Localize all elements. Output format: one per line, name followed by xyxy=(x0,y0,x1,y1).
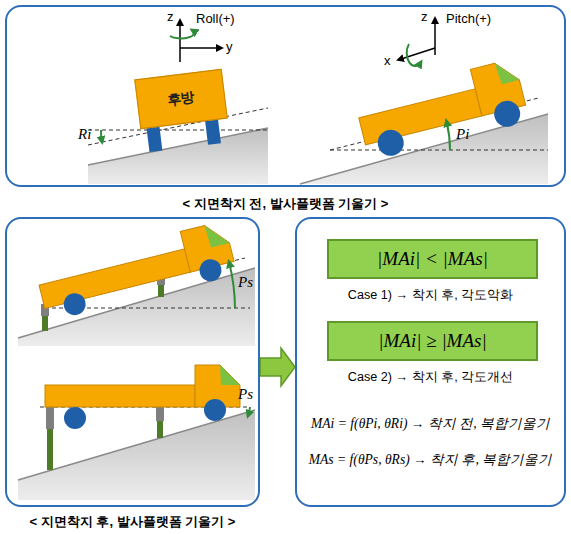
horizontal-reference xyxy=(330,150,548,151)
angle-label: Ps xyxy=(238,386,253,403)
rounded-panel: < 지면착지 후, 발사플랫폼 기울기 > xyxy=(5,217,260,507)
rect-shape xyxy=(146,125,162,152)
panel-caption: < 지면착지 전, 발사플랫폼 기울기 > xyxy=(7,195,564,213)
x-axis xyxy=(398,48,435,60)
outrigger xyxy=(47,429,53,470)
circle-shape xyxy=(197,257,224,284)
rect-shape xyxy=(359,89,482,145)
outrigger xyxy=(42,316,48,331)
angle-label: Ri xyxy=(78,126,91,143)
angle-arc xyxy=(101,130,102,142)
circle-shape xyxy=(64,407,86,429)
condition-text: |MAi| ≥ |MAs| xyxy=(378,330,486,352)
angle-arc xyxy=(229,262,235,308)
axis-label: Roll(+) xyxy=(196,12,235,26)
angle-arc xyxy=(248,407,250,416)
z-axis xyxy=(179,20,181,62)
rect-shape xyxy=(45,385,195,407)
outrigger xyxy=(156,407,164,421)
truck-body: 후방 xyxy=(134,69,227,129)
condition-text: |MAi| < |MAs| xyxy=(377,248,488,270)
block-arrow xyxy=(260,348,295,386)
outrigger xyxy=(46,407,54,429)
axis-label: x xyxy=(384,54,391,68)
horizontal-reference xyxy=(88,130,268,131)
rounded-panel: < 지면착지 전, 발사플랫폼 기울기 >후방 xyxy=(5,5,566,187)
roll-arrow xyxy=(170,30,194,38)
slope-line xyxy=(88,128,268,165)
outrigger xyxy=(157,421,163,438)
axis-label: y xyxy=(226,40,233,54)
case-text: Case 2) → 착지 후, 각도개선 xyxy=(297,369,564,386)
formula-text: MAi = f(θPi, θRi) → 착지 전, 복합기울기 xyxy=(297,415,564,433)
z-axis xyxy=(434,18,436,55)
panel-caption: < 지면착지 후, 발사플랫폼 기울기 > xyxy=(7,513,258,531)
rounded-panel: Case 1) → 착지 후, 각도악화 Case 2) → 착지 후, 각도개선… xyxy=(295,217,566,507)
path-shape xyxy=(204,221,229,248)
view-label: 후방 xyxy=(166,88,196,109)
rect-shape xyxy=(205,117,221,144)
angle-arc xyxy=(446,121,450,150)
formula-text: MAs = f(θPs, θRs) → 착지 후, 복합기울기 xyxy=(297,451,564,469)
circle-shape xyxy=(204,399,226,421)
angle-label: Ps xyxy=(238,274,253,291)
outrigger xyxy=(158,285,164,297)
condition-box: |MAi| < |MAs| xyxy=(327,239,538,279)
truck-side xyxy=(354,58,530,161)
path-shape xyxy=(495,58,520,84)
y-axis xyxy=(180,47,222,49)
axis-label: z xyxy=(421,10,428,24)
axis-label: Pitch(+) xyxy=(446,12,491,26)
condition-box: |MAi| ≥ |MAs| xyxy=(327,321,538,361)
case-text: Case 1) → 착지 후, 각도악화 xyxy=(297,287,564,304)
angle-label: Pi xyxy=(456,126,469,143)
circle-shape xyxy=(491,98,523,130)
axis-label: z xyxy=(167,10,174,24)
circle-shape xyxy=(61,291,88,318)
path-shape xyxy=(220,365,240,385)
pitch-arrow xyxy=(407,44,421,66)
rect-shape xyxy=(39,249,190,309)
truck-side xyxy=(35,221,238,323)
ground-slope xyxy=(88,128,268,184)
circle-shape xyxy=(375,127,407,159)
truck-side xyxy=(45,365,240,429)
